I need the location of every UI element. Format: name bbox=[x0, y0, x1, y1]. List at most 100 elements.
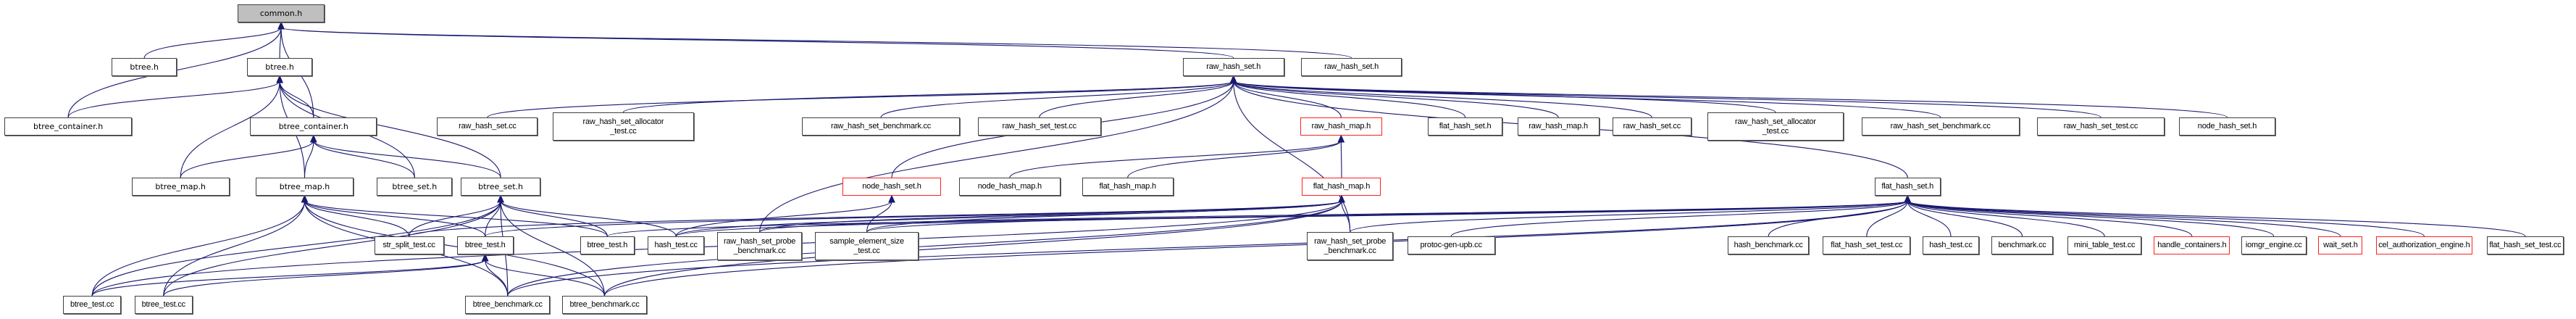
node-flat-hash-set-test-cc[interactable]: flat_hash_set_test.cc bbox=[1823, 236, 1911, 254]
node-btree-test-h[interactable]: btree_test.h bbox=[456, 236, 514, 254]
dependency-edge bbox=[603, 200, 1342, 297]
dependency-edge bbox=[675, 200, 892, 237]
node-raw-hash-set-h[interactable]: raw_hash_set.h bbox=[1182, 58, 1284, 76]
node-flat-hash-set-h[interactable]: flat_hash_set.h bbox=[1874, 178, 1941, 196]
node-btree-test-h[interactable]: btree_test.h bbox=[580, 236, 635, 254]
node-raw-hash-set-test-cc[interactable]: raw_hash_set_test.cc bbox=[2037, 117, 2165, 136]
dependency-edge bbox=[304, 200, 486, 237]
node-btree-benchmark-cc[interactable]: btree_benchmark.cc bbox=[465, 296, 551, 314]
dependency-edge bbox=[1233, 80, 2102, 118]
node-node-hash-set-h-truncated[interactable]: node_hash_set.h bbox=[842, 178, 942, 196]
dependency-edge bbox=[603, 200, 1908, 297]
dependency-edge bbox=[91, 259, 486, 297]
dependency-edge bbox=[1233, 80, 1342, 118]
dependency-edge bbox=[1866, 200, 1908, 237]
node-raw-hash-set-test-cc[interactable]: raw_hash_set_test.cc bbox=[977, 117, 1101, 136]
node-raw-hash-set-benchmark-cc[interactable]: raw_hash_set_benchmark.cc bbox=[1861, 117, 2020, 136]
node-flat-hash-map-h[interactable]: flat_hash_map.h bbox=[1082, 178, 1174, 196]
dependency-edge bbox=[91, 200, 501, 297]
node-flat-hash-map-h-truncated[interactable]: flat_hash_map.h bbox=[1302, 178, 1381, 196]
node-raw-hash-set-probe-benchmark-cc[interactable]: raw_hash_set_probe _benchmark.cc bbox=[717, 232, 803, 260]
arrowhead bbox=[888, 194, 895, 203]
node-benchmark-cc[interactable]: benchmark.cc bbox=[1991, 236, 2054, 254]
node-wait-set-h-truncated[interactable]: wait_set.h bbox=[2318, 236, 2363, 254]
dependency-edge bbox=[180, 140, 314, 178]
node-btree-set-h[interactable]: btree_set.h bbox=[460, 178, 541, 196]
arrowhead bbox=[1337, 134, 1345, 143]
dependency-edge bbox=[1907, 200, 2341, 237]
arrowhead bbox=[277, 21, 285, 30]
arrowhead bbox=[1229, 75, 1237, 83]
dependency-edge bbox=[408, 200, 1342, 237]
dependency-edge bbox=[606, 200, 1908, 237]
dependency-edge bbox=[280, 27, 1352, 59]
node-cel-authorization-engine-h-truncated[interactable]: cel_authorization_engine.h bbox=[2375, 236, 2473, 254]
dependency-edge bbox=[1233, 80, 1351, 233]
node-sample-element-size-test-cc[interactable]: sample_element_size _test.cc bbox=[815, 232, 919, 260]
dependency-edge bbox=[866, 200, 1342, 233]
node-btree-test-cc[interactable]: btree_test.cc bbox=[134, 296, 193, 314]
node-raw-hash-set-cc[interactable]: raw_hash_set.cc bbox=[1612, 117, 1691, 136]
dependency-edge bbox=[487, 80, 1234, 118]
dependency-edge bbox=[1450, 200, 1908, 237]
node-btree-h[interactable]: btree.h bbox=[247, 58, 312, 76]
node-raw-hash-set-cc[interactable]: raw_hash_set.cc bbox=[437, 117, 538, 136]
node-hash-benchmark-cc[interactable]: hash_benchmark.cc bbox=[1728, 236, 1809, 254]
dependency-edge bbox=[1039, 80, 1234, 118]
node-hash-test-cc[interactable]: hash_test.cc bbox=[1923, 236, 1979, 254]
node-btree-container-h[interactable]: btree_container.h bbox=[250, 117, 377, 136]
node-protoc-gen-upb-cc[interactable]: protoc-gen-upb.cc bbox=[1407, 236, 1495, 254]
node-flat-hash-set-test-cc[interactable]: flat_hash_set_test.cc bbox=[2486, 236, 2564, 254]
dependency-edge bbox=[279, 80, 501, 178]
node-raw-hash-map-h-truncated[interactable]: raw_hash_map.h bbox=[1300, 117, 1382, 136]
arrowhead bbox=[301, 194, 309, 203]
dependency-edge bbox=[622, 80, 1234, 113]
node-hash-test-cc[interactable]: hash_test.cc bbox=[648, 236, 705, 254]
dependency-edge bbox=[1907, 200, 1952, 237]
node-btree-test-cc[interactable]: btree_test.cc bbox=[62, 296, 122, 314]
node-raw-hash-set-allocator-test-cc[interactable]: raw_hash_set_allocator _test.cc bbox=[553, 112, 694, 141]
node-raw-hash-map-h[interactable]: raw_hash_map.h bbox=[1517, 117, 1599, 136]
dependency-edge bbox=[313, 140, 415, 178]
dependency-edge bbox=[500, 200, 608, 237]
dependency-edge bbox=[304, 140, 314, 178]
node-node-hash-map-h[interactable]: node_hash_map.h bbox=[958, 178, 1061, 196]
node-btree-benchmark-cc[interactable]: btree_benchmark.cc bbox=[562, 296, 647, 314]
arrowhead bbox=[276, 75, 283, 83]
node-flat-hash-set-h[interactable]: flat_hash_set.h bbox=[1428, 117, 1502, 136]
dependency-edge bbox=[163, 259, 486, 297]
dependency-edge bbox=[280, 27, 1234, 59]
dependency-edge bbox=[67, 80, 280, 118]
node-raw-hash-set-allocator-test-cc[interactable]: raw_hash_set_allocator _test.cc bbox=[1707, 112, 1844, 141]
node-btree-container-h[interactable]: btree_container.h bbox=[4, 117, 132, 136]
node-btree-h[interactable]: btree.h bbox=[112, 58, 177, 76]
node-str-split-test-cc[interactable]: str_split_test.cc bbox=[374, 236, 444, 254]
dependency-edge bbox=[507, 200, 1908, 297]
node-node-hash-set-h[interactable]: node_hash_set.h bbox=[2179, 117, 2275, 136]
node-iomgr-engine-cc[interactable]: iomgr_engine.cc bbox=[2241, 236, 2307, 254]
dependency-edge bbox=[304, 200, 410, 237]
dependency-edge bbox=[180, 80, 280, 178]
node-mini-table-test-cc[interactable]: mini_table_test.cc bbox=[2067, 236, 2142, 254]
dependency-edge bbox=[1907, 200, 2526, 237]
node-btree-set-h[interactable]: btree_set.h bbox=[377, 178, 453, 196]
dependency-edge bbox=[507, 200, 1342, 297]
node-raw-hash-set-benchmark-cc[interactable]: raw_hash_set_benchmark.cc bbox=[802, 117, 961, 136]
dependency-edge bbox=[313, 140, 501, 178]
dependency-edge bbox=[1907, 200, 2275, 237]
node-raw-hash-set-h[interactable]: raw_hash_set.h bbox=[1301, 58, 1402, 76]
dependency-edge bbox=[1907, 200, 2105, 237]
arrowhead bbox=[497, 194, 504, 203]
node-handle-containers-h-truncated[interactable]: handle_containers.h bbox=[2154, 236, 2230, 254]
node-common-h[interactable]: common.h bbox=[238, 4, 325, 22]
dependency-edge bbox=[485, 259, 509, 297]
node-raw-hash-set-probe-benchmark-cc[interactable]: raw_hash_set_probe _benchmark.cc bbox=[1306, 232, 1394, 260]
dependency-edge bbox=[143, 27, 282, 59]
dependency-edge bbox=[408, 200, 501, 237]
dependency-edge bbox=[500, 200, 606, 297]
node-btree-map-h[interactable]: btree_map.h bbox=[256, 178, 354, 196]
dependency-edge bbox=[866, 200, 892, 233]
dependency-edge bbox=[91, 200, 1342, 297]
node-btree-map-h[interactable]: btree_map.h bbox=[131, 178, 230, 196]
